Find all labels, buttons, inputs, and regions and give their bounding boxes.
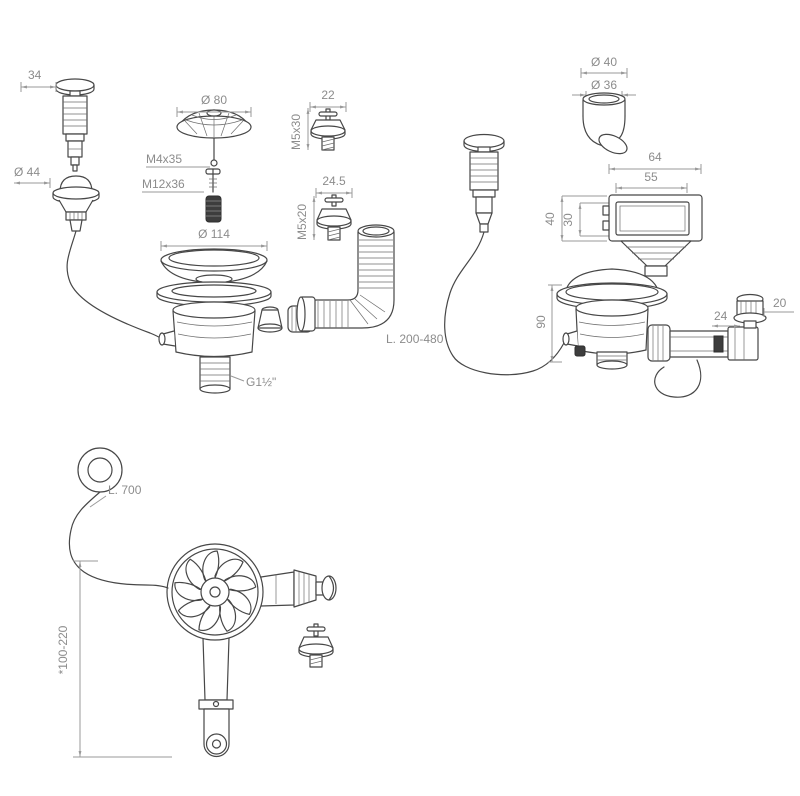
dimension-dia-80: Ø 80: [176, 93, 252, 117]
dia-label-80: Ø 80: [201, 93, 227, 107]
overflow-cap-b-drawing: 24.5 M5x20: [295, 174, 353, 241]
m5x20-label: M5x20: [295, 204, 309, 240]
drain-body-drawing: [158, 301, 256, 394]
cable-loop: [654, 359, 702, 398]
dim-label-34: 34: [28, 68, 42, 82]
dia-label-36: Ø 36: [591, 78, 617, 92]
dia-label-44: Ø 44: [14, 165, 40, 179]
overflow-cap-small-drawing: [298, 623, 334, 668]
cable-length-label: L. 700: [108, 483, 142, 497]
overflow-box-drawing: 64 55 40 30: [543, 150, 703, 277]
dimension-34: 34: [20, 68, 57, 92]
control-cable-bottom: [68, 491, 169, 589]
assembled-view-drawing: L. 700 *100-220: [56, 447, 337, 758]
dim-label-24-5: 24.5: [322, 174, 346, 188]
popup-flange-drawing: [52, 175, 163, 340]
dim-label-64: 64: [648, 150, 662, 164]
thread-label: G1½": [246, 375, 276, 389]
m12x36-label: M12x36: [142, 177, 185, 191]
dim-label-22: 22: [321, 88, 335, 102]
popup-button-drawing: [55, 78, 95, 172]
dim-label-90: 90: [534, 315, 548, 329]
assembled-strainer-drawing: [166, 543, 264, 641]
dim-label-40v: 40: [543, 212, 557, 226]
control-cable-right: [444, 231, 565, 376]
stud-m12x36-drawing: M12x36: [142, 177, 222, 223]
dimension-dia-114: Ø 114: [160, 227, 268, 251]
strainer-cap-drawing: [176, 109, 252, 167]
pipe-range-label: *100-220: [56, 625, 70, 674]
strainer-basket-drawing: [160, 248, 268, 284]
control-cable-left: [66, 230, 163, 340]
screw-m4x35-drawing: M4x35: [146, 152, 221, 193]
dia-label-40: Ø 40: [591, 55, 617, 69]
overflow-elbow-drawing: Ø 40 Ø 36: [572, 55, 636, 155]
drain-pipe-drawing: [202, 637, 230, 701]
side-spigot-drawing: [260, 569, 337, 608]
m4x35-label: M4x35: [146, 152, 182, 166]
dia-label-114: Ø 114: [198, 227, 230, 241]
cable-knob-drawing: [68, 447, 169, 589]
dim-label-30v: 30: [561, 213, 575, 227]
hose-length-label: L. 200-480: [386, 332, 444, 346]
flexible-hose-drawing: L. 200-480: [296, 224, 444, 346]
remote-actuator-drawing: [444, 133, 565, 376]
dimension-pipe-range: *100-220: [56, 560, 172, 758]
overflow-cap-a-drawing: 22 M5x30: [289, 88, 347, 151]
dimension-dia-44: Ø 44: [14, 165, 51, 188]
dim-label-55: 55: [644, 170, 658, 184]
side-pipe-drawing: 20 24: [647, 293, 794, 398]
dimension-thread: G1½": [230, 375, 276, 389]
overflow-strainer-drawing: 90: [534, 268, 668, 370]
m5x30-label: M5x30: [289, 114, 303, 150]
dim-label-20: 20: [773, 296, 787, 310]
dim-label-24: 24: [714, 309, 728, 323]
